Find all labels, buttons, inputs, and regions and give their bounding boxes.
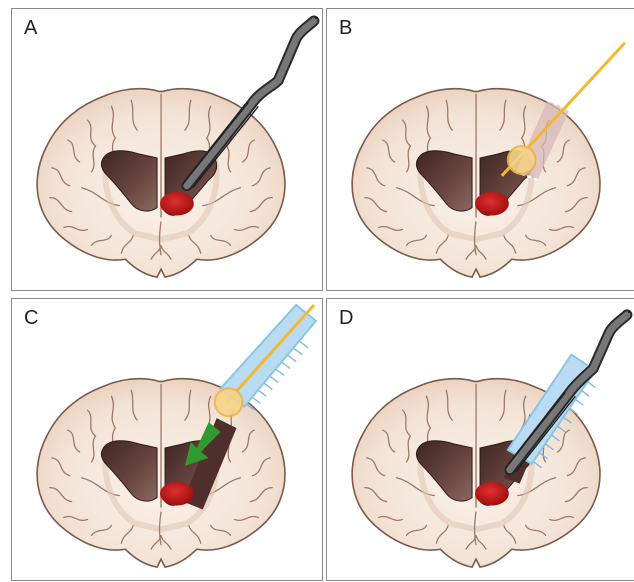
panel-label: C	[24, 307, 38, 330]
panel-label: D	[339, 307, 353, 330]
blood-clot	[160, 482, 194, 506]
blood-clot	[475, 192, 509, 216]
panel-c-illustration	[12, 299, 322, 580]
brain-cross-section	[37, 379, 285, 567]
panel-label: B	[339, 17, 352, 40]
panel-label: A	[24, 17, 37, 40]
panel-c: C	[11, 298, 323, 581]
blood-clot	[160, 192, 194, 216]
sheath-syringe	[215, 305, 316, 416]
panel-a: A	[11, 8, 323, 291]
panel-d: D	[326, 298, 634, 581]
blood-clot	[475, 482, 509, 506]
panel-a-illustration	[12, 9, 322, 290]
panel-d-illustration	[327, 299, 634, 580]
panel-b: B	[326, 8, 634, 291]
panel-b-illustration	[327, 9, 634, 290]
